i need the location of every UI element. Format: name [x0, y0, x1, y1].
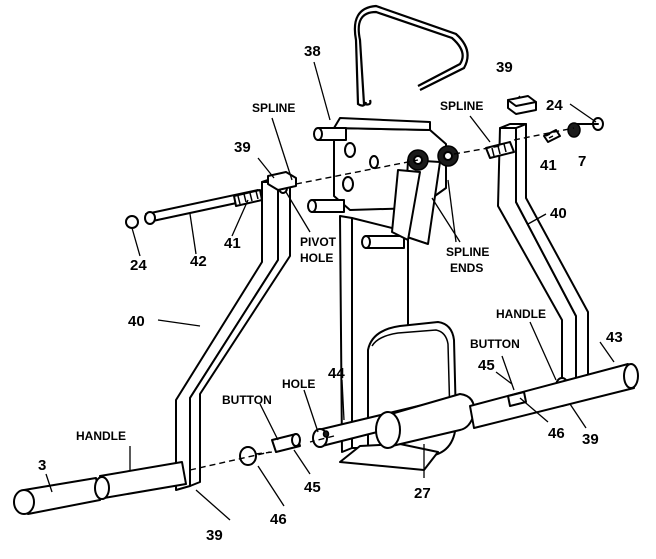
leader-lines [45, 61, 615, 521]
label-24-left: 24 [130, 257, 147, 274]
label-spline-left: SPLINE [252, 101, 295, 115]
label-44: 44 [328, 365, 345, 382]
label-40-left: 40 [128, 313, 145, 330]
label-handle-right: HANDLE [496, 307, 546, 321]
alignment-lines [189, 127, 575, 471]
handle-bar-left-part-3 [13, 461, 187, 515]
label-45-left: 45 [304, 479, 321, 496]
label-spline-right: SPLINE [440, 99, 483, 113]
right-hardware [485, 95, 604, 159]
label-42: 42 [190, 253, 207, 270]
label-button-left: BUTTON [222, 393, 272, 407]
label-38: 38 [304, 43, 321, 60]
label-24-top: 24 [546, 97, 563, 114]
label-39-left: 39 [234, 139, 251, 156]
label-43: 43 [606, 329, 623, 346]
label-pivot-hole-1: PIVOT [300, 235, 337, 249]
label-46-right: 46 [548, 425, 565, 442]
handle-bar-right-part-43 [469, 363, 639, 429]
label-46-left: 46 [270, 511, 287, 528]
label-39-top: 39 [496, 59, 513, 76]
button-left-part-45 [239, 433, 301, 466]
wire-hook-part-38 [353, 4, 469, 107]
label-41-right: 41 [540, 157, 557, 174]
left-hardware [125, 171, 297, 229]
label-pivot-hole-2: HOLE [300, 251, 333, 265]
label-27: 27 [414, 485, 431, 502]
label-39-bottom-right: 39 [582, 431, 599, 448]
label-40-right: 40 [550, 205, 567, 222]
callout-labels: 38 39 24 SPLINE 7 41 SPLINE 39 40 SPLINE… [38, 43, 623, 544]
label-hole: HOLE [282, 377, 315, 391]
label-39-bottom-left: 39 [206, 527, 223, 544]
label-spline-ends-1: SPLINE [446, 245, 489, 259]
label-3: 3 [38, 457, 46, 474]
label-button-right: BUTTON [470, 337, 520, 351]
label-41-left: 41 [224, 235, 241, 252]
label-45-right: 45 [478, 357, 495, 374]
label-7: 7 [578, 153, 586, 170]
label-handle-left: HANDLE [76, 429, 126, 443]
label-spline-ends-2: ENDS [450, 261, 483, 275]
crank-axle-part-44 [312, 393, 476, 449]
